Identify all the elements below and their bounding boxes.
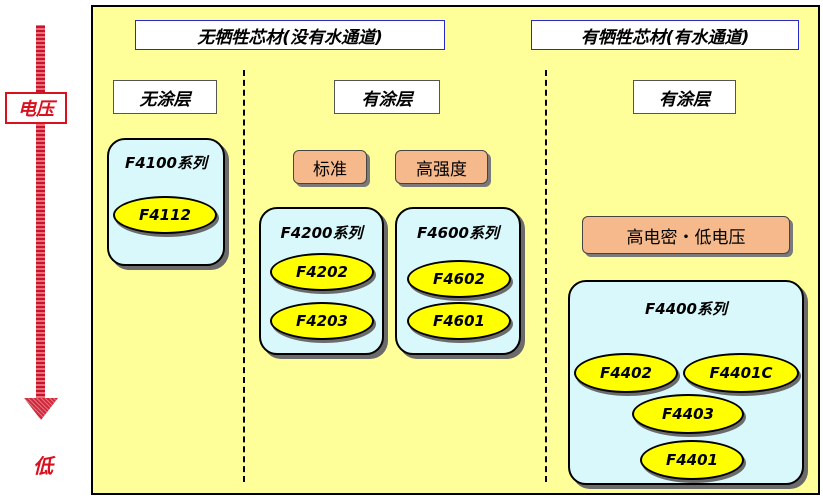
voltage-axis-arrow: [36, 25, 45, 400]
category-high-strength: 高强度: [395, 150, 488, 184]
header-sacrificial-core: 有牺牲芯材(有水通道): [531, 20, 799, 50]
category-standard: 标准: [293, 150, 367, 184]
column-header-uncoated: 无涂层: [113, 80, 217, 114]
item-f4203: F4203: [270, 302, 374, 340]
item-f4401c: F4401C: [683, 353, 799, 393]
series-f4200-title: F4200系列: [280, 224, 363, 242]
item-f4402: F4402: [574, 353, 678, 393]
item-f4403: F4403: [632, 394, 744, 434]
item-f4401: F4401: [640, 440, 744, 480]
column-divider-1: [243, 70, 245, 482]
item-f4112: F4112: [113, 196, 217, 234]
series-f4400-title: F4400系列: [645, 300, 727, 318]
column-header-coated-1: 有涂层: [334, 80, 440, 114]
voltage-axis-label: 电压: [5, 92, 67, 124]
item-f4601: F4601: [407, 302, 511, 340]
header-no-sacrificial-core: 无牺牲芯材(没有水通道): [135, 20, 445, 50]
item-f4202: F4202: [270, 253, 374, 291]
series-f4100-title: F4100系列: [125, 154, 207, 172]
voltage-axis-arrowhead: [24, 398, 58, 420]
column-header-coated-2: 有涂层: [633, 80, 736, 114]
column-divider-2: [545, 70, 547, 482]
item-f4602: F4602: [407, 260, 511, 298]
voltage-axis-low-label: 低: [33, 454, 53, 478]
category-high-density-low-voltage: 高电密・低电压: [582, 216, 790, 254]
series-f4600-title: F4600系列: [417, 224, 499, 242]
